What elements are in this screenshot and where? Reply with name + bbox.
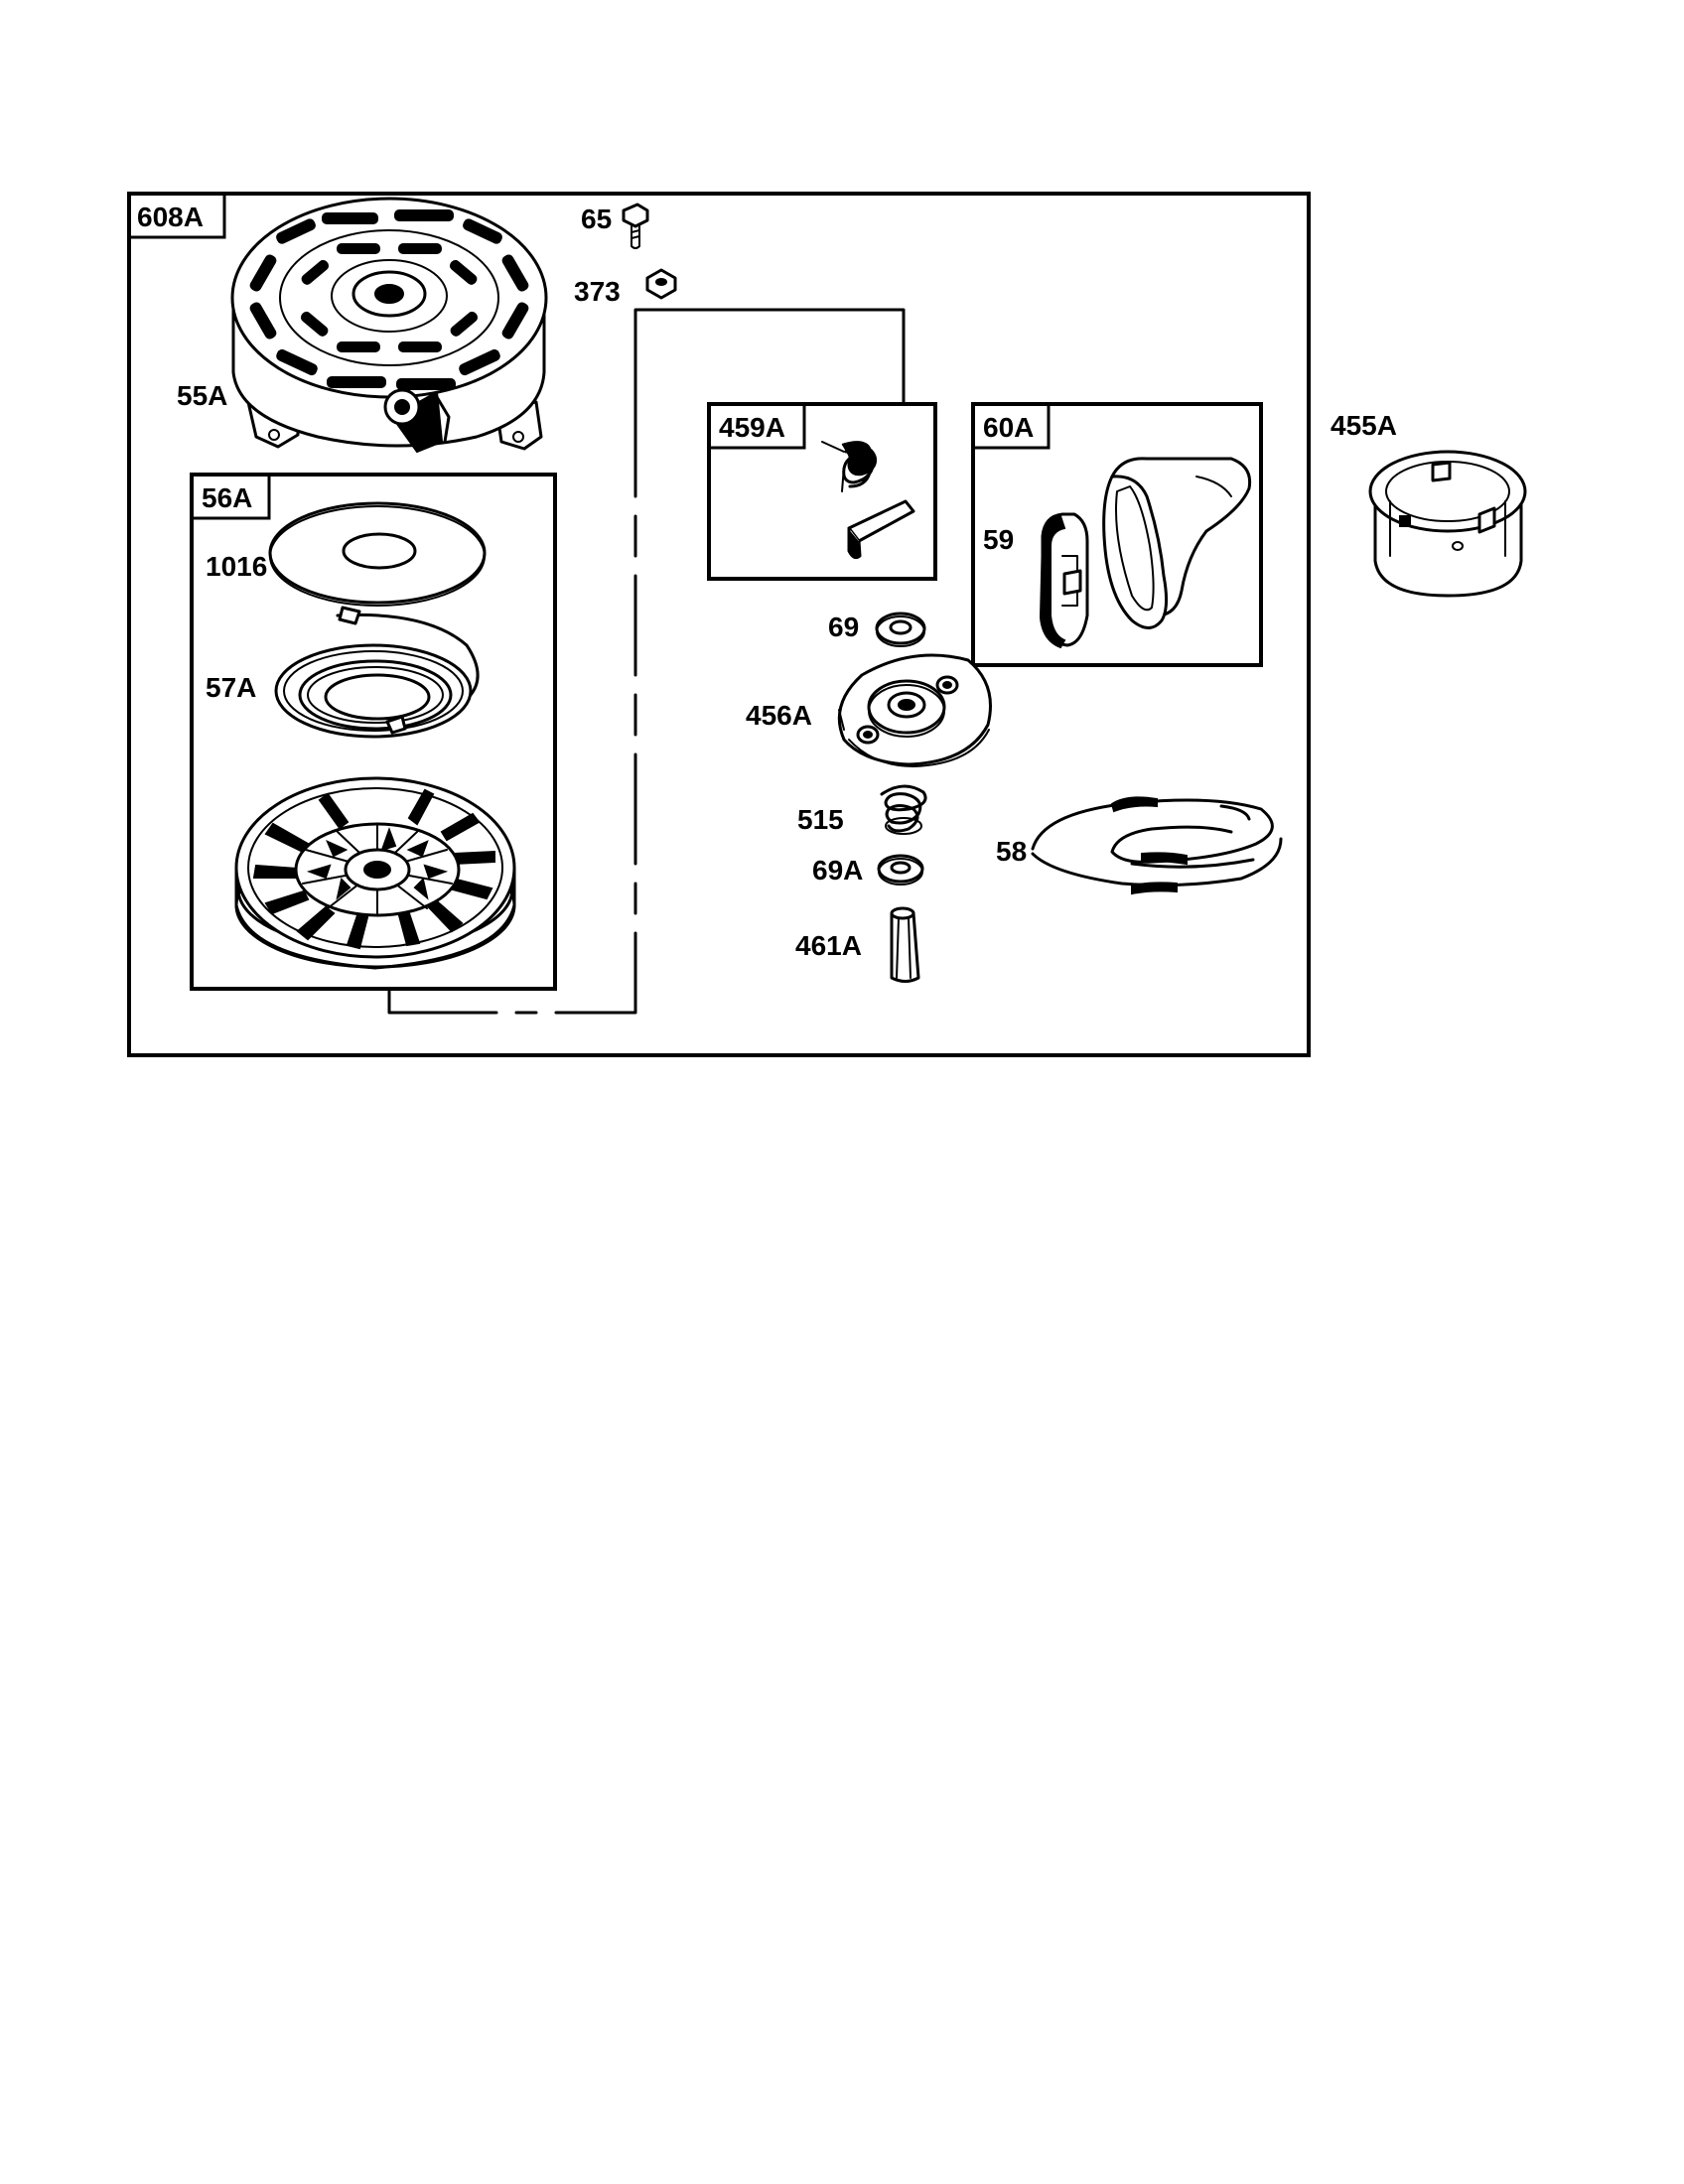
assembly-56a-box: 56A <box>190 473 557 991</box>
label-461a: 461A <box>795 930 862 961</box>
label-57a: 57A <box>206 672 256 703</box>
part-459a-spring <box>821 441 878 492</box>
part-456a-retainer <box>837 653 992 767</box>
label-55a: 55A <box>177 380 227 411</box>
label-59: 59 <box>983 524 1014 555</box>
part-59-insert <box>1039 512 1089 649</box>
part-58-rope <box>1031 796 1283 895</box>
part-57a-spring <box>274 606 480 739</box>
label-69a: 69A <box>812 855 863 886</box>
part-373-nut <box>645 268 677 300</box>
label-60a: 60A <box>983 412 1034 443</box>
label-515: 515 <box>797 804 844 835</box>
part-65-screw <box>622 203 649 249</box>
label-459a: 459A <box>719 412 785 443</box>
label-608a: 608A <box>137 202 204 232</box>
assembly-459a-box: 459A <box>707 402 937 581</box>
label-1016: 1016 <box>206 551 267 582</box>
assembly-608a-frame: 608A <box>127 192 1311 1057</box>
part-69-washer <box>875 612 926 647</box>
part-461a-pin <box>890 906 920 983</box>
label-456a: 456A <box>746 700 812 731</box>
part-pulley <box>234 776 516 970</box>
label-56a: 56A <box>202 482 252 513</box>
label-69: 69 <box>828 612 859 642</box>
label-373: 373 <box>574 276 621 307</box>
part-1016-washer <box>268 501 487 607</box>
part-459a-dog <box>847 499 915 560</box>
label-65: 65 <box>581 204 612 234</box>
assembly-60a-box: 60A <box>971 402 1263 667</box>
part-69a-washer <box>877 854 924 886</box>
connector-dashed-line <box>387 308 906 1015</box>
part-55a-housing <box>230 197 548 454</box>
label-455a: 455A <box>1331 410 1397 441</box>
label-58: 58 <box>996 836 1027 867</box>
part-515-spring <box>880 784 927 835</box>
part-60a-handle <box>1102 457 1252 629</box>
part-455a-cup <box>1368 450 1527 598</box>
